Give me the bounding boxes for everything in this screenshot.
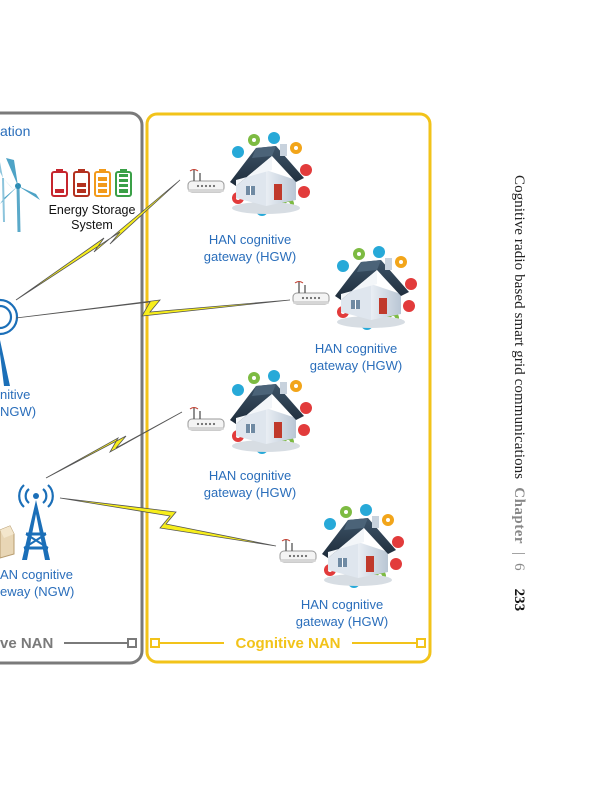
ngw-lower-tower-icon (17, 483, 55, 562)
ngw-upper-tower-icon (0, 298, 19, 386)
wireless-link-bolts (15, 179, 291, 547)
running-head: Cognitive radio based smart grid communi… (503, 175, 527, 735)
hgw-label-line1: HAN cognitive (209, 232, 291, 247)
left-panel-title: ation (0, 123, 30, 139)
hgw-label-line2: gateway (HGW) (204, 249, 296, 264)
hgw-2: HAN cognitive gateway (HGW) (292, 246, 417, 373)
left-panel-border (0, 111, 144, 665)
hgw-label-line1: HAN cognitive (315, 341, 397, 356)
right-panel-border (145, 112, 432, 664)
ngw-upper-label-line1: nitive (0, 387, 30, 402)
battery-icons (51, 169, 132, 197)
running-head-separator: | (511, 552, 527, 556)
hgw-label-line1: HAN cognitive (209, 468, 291, 483)
hgw-label-line2: gateway (HGW) (296, 614, 388, 629)
router-icon (187, 406, 225, 431)
hgw-1: HAN cognitive gateway (HGW) (187, 132, 312, 264)
wind-turbine-icon (0, 158, 40, 233)
page-number: 233 (511, 588, 527, 612)
storage-label-line2: System (71, 218, 113, 232)
hgw-3: HAN cognitive gateway (HGW) (187, 370, 312, 500)
left-panel-footer-label: ve NAN (0, 635, 53, 652)
hgw-label-line2: gateway (HGW) (310, 358, 402, 373)
running-head-chapter-label: Chapter (511, 487, 527, 545)
router-icon (292, 280, 330, 305)
right-panel-footer-label: Cognitive NAN (236, 635, 341, 652)
ngw-upper-label-line2: NGW) (0, 404, 36, 419)
router-icon (187, 168, 225, 193)
ngw-lower-label-line1: AN cognitive (0, 567, 73, 582)
ngw-lower-label-line2: eway (NGW) (0, 584, 74, 599)
hgw-4: HAN cognitive gateway (HGW) (279, 504, 404, 629)
hgw-label-line1: HAN cognitive (301, 597, 383, 612)
router-icon (279, 538, 317, 563)
hgw-label-line2: gateway (HGW) (204, 485, 296, 500)
storage-label-line1: Energy Storage (49, 203, 136, 217)
substation-box-icon (0, 525, 15, 559)
running-head-chapter-number: 6 (511, 563, 527, 571)
running-head-title: Cognitive radio based smart grid communi… (511, 175, 527, 480)
